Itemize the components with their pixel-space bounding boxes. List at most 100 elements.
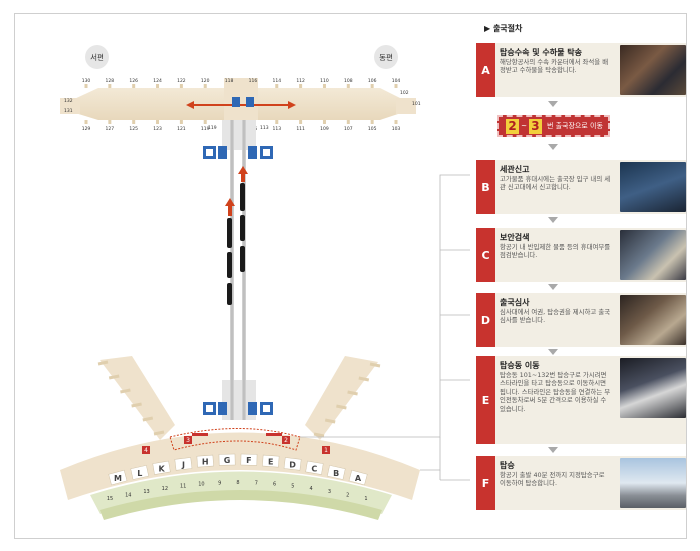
arrow-down (548, 101, 558, 107)
svg-text:L: L (137, 469, 142, 478)
step-d-letter: D (476, 293, 495, 347)
marker-2: 2 (282, 436, 290, 444)
gate-label-124: 124 (153, 78, 162, 84)
gate-label-125: 125 (129, 126, 138, 132)
gate-label-114: 114 (272, 78, 281, 84)
counter-M: M (108, 469, 128, 486)
step-e-photo (620, 358, 686, 418)
step-a-photo (620, 45, 686, 95)
gate-label-122: 122 (177, 78, 186, 84)
terminal-gate-15: 15 (107, 496, 113, 502)
step-a-title: 탑승수속 및 수하물 탁송 (500, 48, 582, 57)
step-c-desc: 항공기 내 반입제한 물품 등의 휴대여부를 점검받습니다. (500, 243, 611, 260)
marker-1: 1 (322, 446, 330, 454)
gate-label-128: 128 (106, 78, 115, 84)
departure-area-outline (169, 428, 301, 451)
gate-label-118: 118 (225, 78, 234, 84)
arrow-down (548, 144, 558, 150)
west-label-bubble (85, 45, 109, 69)
svg-text:A: A (355, 474, 362, 483)
svg-text:3: 3 (186, 437, 190, 444)
gate-label-120: 120 (201, 78, 210, 84)
counter-E: E (262, 454, 280, 468)
gate-132: 132 (64, 98, 73, 104)
concourse-direction-arrows (186, 97, 296, 109)
gate-label-121: 121 (177, 126, 186, 132)
step-c-letter: C (476, 228, 495, 282)
gate-label-111: 111 (296, 126, 305, 132)
step-e-desc: 탑승동 101~132번 탑승구로 가시려면 스타라인을 타고 탑승동으로 이동… (500, 371, 611, 413)
terminal-gate-9: 9 (218, 480, 221, 486)
gate-101: 101 (412, 101, 421, 107)
gate-label-123: 123 (153, 126, 162, 132)
step-e-title: 탑승동 이동 (500, 361, 540, 370)
terminal-gate-5: 5 (291, 483, 294, 489)
departure-gate-2-bar (192, 433, 208, 436)
svg-text:B: B (333, 469, 339, 478)
terminal-gate-12: 12 (162, 486, 168, 492)
jet-bridge (97, 360, 109, 366)
counter-H: H (196, 454, 214, 468)
svg-text:J: J (181, 460, 185, 469)
terminal-gate-2: 2 (346, 492, 349, 498)
svg-text:M: M (114, 474, 122, 483)
terminal-gate-11: 11 (180, 483, 186, 489)
terminal-gate-3: 3 (328, 489, 331, 495)
station-icons-bottom (203, 402, 273, 415)
terminal-gate-13: 13 (143, 489, 149, 495)
gate-label-116: 116 (249, 78, 258, 84)
terminal-gate-14: 14 (125, 492, 131, 498)
step-b-title: 세관신고 (500, 165, 530, 174)
step-d: D 출국심사 심사대에서 여권, 탑승권을 제시하고 출국심사를 받습니다. (476, 293, 686, 347)
step-c-photo (620, 230, 686, 280)
gate-number-3: 3 (528, 118, 542, 134)
step-f-title: 탑승 (500, 461, 515, 470)
terminal-gate-8: 8 (236, 480, 239, 486)
svg-text:K: K (159, 464, 166, 473)
station-icons-top (203, 146, 273, 159)
west-label: 서편 (90, 52, 104, 62)
jet-bridge (120, 388, 131, 394)
jet-bridge (108, 374, 120, 380)
gate-label-103: 103 (392, 126, 401, 132)
step-a: A 탑승수속 및 수하물 탁송 해당항공사의 수속 카운터에서 좌석을 배정받고… (476, 43, 686, 97)
gate-131: 131 (64, 108, 73, 114)
jet-bridge (313, 432, 325, 438)
procedure-heading: ▶ 출국절차 (484, 24, 523, 33)
svg-text:1: 1 (324, 447, 328, 454)
jet-bridge (336, 404, 347, 410)
gate-label-105: 105 (368, 126, 377, 132)
gate-label-106: 106 (368, 78, 377, 84)
step-b-desc: 고가물품 휴대시에는 출국장 입구 내의 세관 신고대에서 신고합니다. (500, 175, 611, 192)
step-f: F 탑승 항공기 출발 40분 전까지 지정탑승구로 이동하여 탑승합니다. (476, 456, 686, 510)
step-d-desc: 심사대에서 여권, 탑승권을 제시하고 출국심사를 받습니다. (500, 308, 611, 325)
gate-113: 113 (260, 125, 269, 131)
starline-track (222, 120, 256, 420)
step-a-letter: A (476, 43, 495, 97)
procedure-connectors (300, 174, 470, 481)
departure-gate-notice: 2 ~ 3 번 출국장으로 이동 (497, 115, 610, 137)
counter-K: K (152, 460, 171, 475)
jet-bridge (131, 402, 142, 408)
jet-bridge (369, 362, 381, 368)
gate-label-110: 110 (320, 78, 329, 84)
counter-G: G (218, 453, 236, 466)
gate-label-109: 109 (320, 126, 329, 132)
gate-label-130: 130 (82, 78, 91, 84)
counter-B: B (327, 465, 346, 480)
gate-label-127: 127 (106, 126, 115, 132)
gate-notice-text: 번 출국장으로 이동 (546, 122, 603, 130)
gate-number-separator: ~ (521, 122, 527, 130)
step-c-title: 보안검색 (500, 233, 530, 242)
step-d-photo (620, 295, 686, 345)
gate-label-112: 112 (296, 78, 305, 84)
gate-label-107: 107 (344, 126, 353, 132)
counter-L: L (130, 465, 149, 480)
arrow-down (548, 447, 558, 453)
step-a-desc: 해당항공사의 수속 카운터에서 좌석을 배정받고 수하물을 탁송합니다. (500, 58, 609, 75)
step-b: B 세관신고 고가물품 휴대시에는 출국장 입구 내의 세관 신고대에서 신고합… (476, 160, 686, 214)
step-e-letter: E (476, 356, 495, 444)
svg-text:C: C (311, 464, 317, 473)
gate-label-126: 126 (129, 78, 138, 84)
